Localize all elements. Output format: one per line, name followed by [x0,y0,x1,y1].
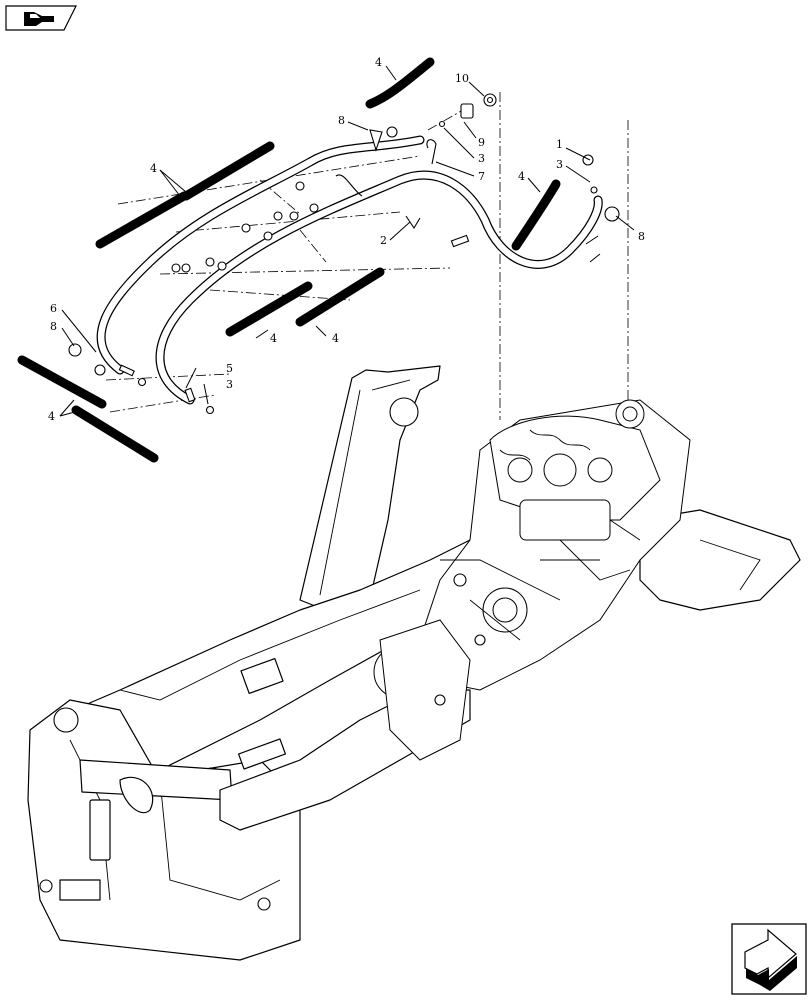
callout-9: 9 [478,136,485,149]
callout-4: 4 [375,56,382,69]
callout-5: 5 [226,362,233,375]
callout-4: 4 [270,332,277,345]
callouts: 4 10 8 9 3 7 1 3 4 8 4 2 4 4 6 8 5 3 4 [48,56,645,423]
callout-4: 4 [332,332,339,345]
sleeve-parts [17,57,561,463]
callout-8: 8 [50,320,57,333]
callout-3: 3 [478,152,485,165]
callout-lines [59,65,635,417]
callout-8: 8 [638,230,645,243]
heater-hose-5 [155,170,603,405]
callout-7: 7 [478,170,485,183]
callout-4: 4 [150,162,157,175]
callout-2: 2 [380,234,387,247]
next-page-arrow-icon[interactable] [731,916,807,995]
callout-4: 4 [48,410,55,423]
callout-6: 6 [50,302,57,315]
engine-assembly [373,399,691,761]
callout-4: 4 [518,170,525,183]
callout-10: 10 [455,72,469,85]
catalog-book-icon[interactable] [5,5,77,31]
callout-8: 8 [338,114,345,127]
heater-hose-6 [96,135,425,375]
callout-1: 1 [556,138,563,151]
fittings [68,93,620,415]
callout-3: 3 [226,378,233,391]
callout-3: 3 [556,158,563,171]
